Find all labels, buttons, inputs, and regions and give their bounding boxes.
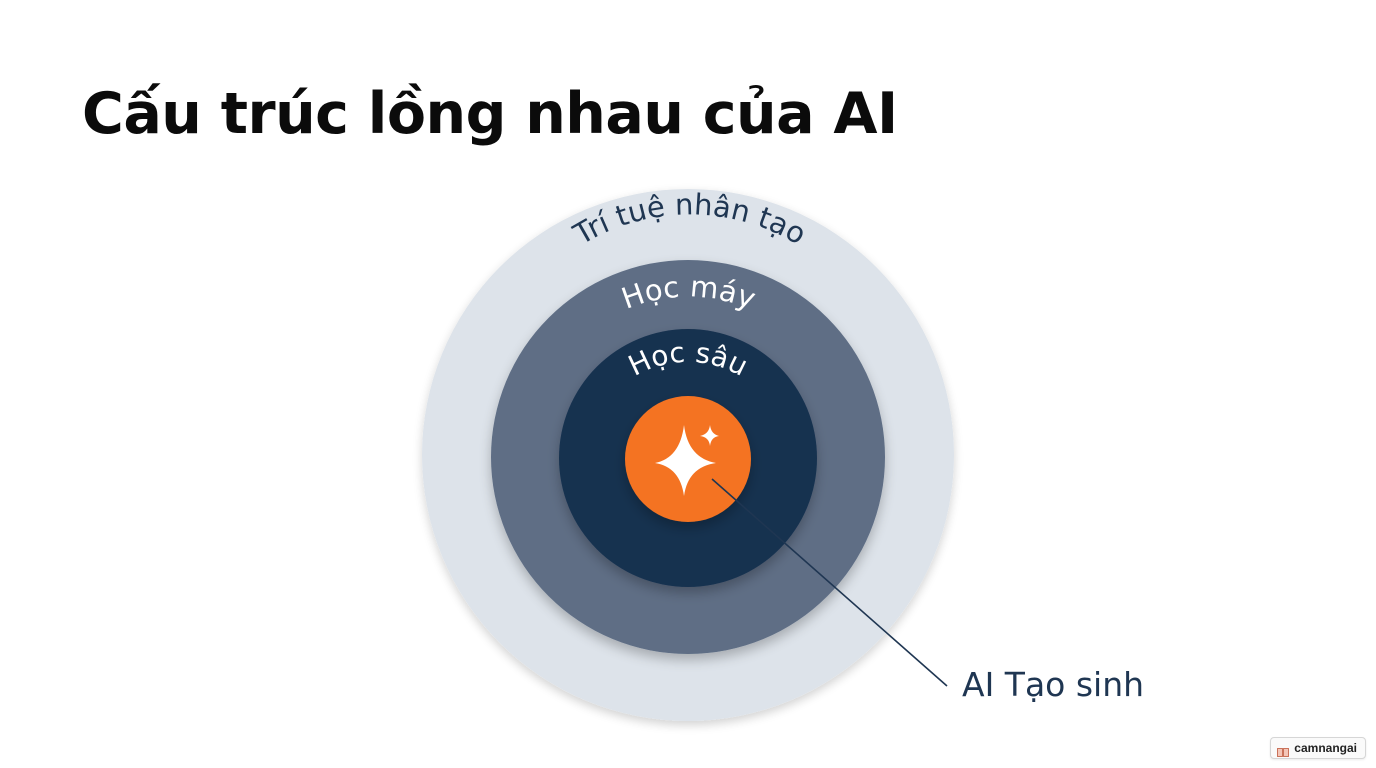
core-connector-line bbox=[711, 478, 948, 687]
watermark-label: camnangai bbox=[1294, 741, 1357, 755]
watermark-badge: camnangai bbox=[1270, 737, 1366, 759]
core-label: AI Tạo sinh bbox=[962, 665, 1144, 704]
sparkle-icon bbox=[655, 425, 719, 496]
book-icon bbox=[1277, 744, 1290, 757]
slide-title: Cấu trúc lồng nhau của AI bbox=[82, 81, 898, 147]
